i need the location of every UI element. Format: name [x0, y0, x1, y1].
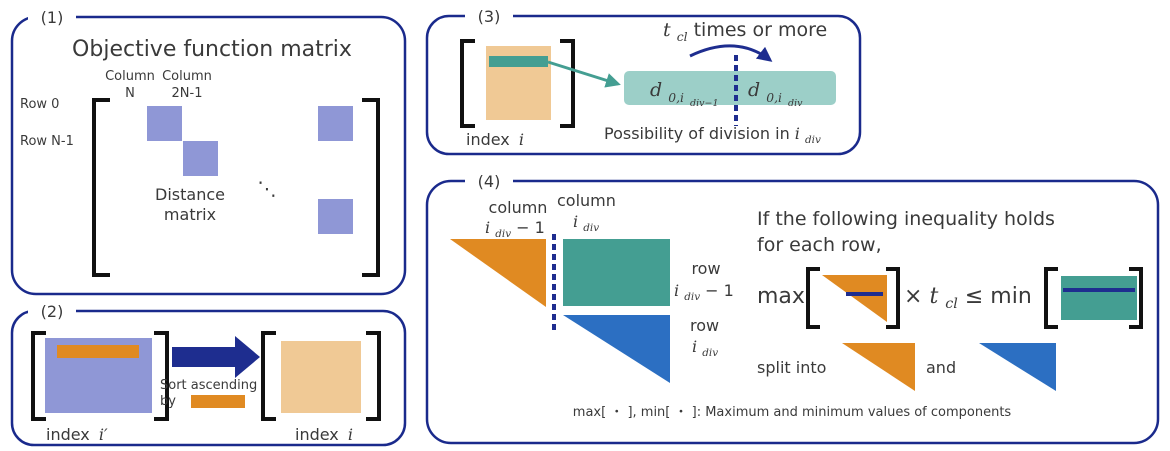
- panel-1-number-bg: [28, 6, 76, 28]
- row-highlight-teal: [489, 56, 548, 67]
- row-top-var: i div − 1: [674, 281, 734, 304]
- matrix-left-bracket: [92, 98, 110, 277]
- panel-1-number: (1): [41, 8, 64, 27]
- panel-2-number-bg: [28, 300, 76, 322]
- col-right-var: i div: [573, 212, 599, 234]
- left-matrix-left-bracket: [31, 331, 46, 421]
- row-bottom-var: i div: [692, 337, 718, 359]
- right-matrix-right-bracket: [366, 331, 381, 421]
- row-top-word: row: [691, 259, 720, 278]
- d-left-label: d 0,i div−1: [650, 79, 719, 109]
- row-n1-label: Row N-1: [20, 134, 74, 149]
- blue-triangle: [563, 315, 670, 383]
- distance-block-3: [318, 106, 353, 141]
- distance-block-2: [183, 141, 218, 176]
- orange-triangle: [450, 239, 546, 307]
- distance-block-4: [318, 199, 353, 234]
- times-tcl-leq-min: × t cl ≤ min: [904, 284, 1032, 314]
- sorted-matrix: [281, 341, 361, 413]
- objective-function-title: Objective function matrix: [72, 37, 352, 62]
- col-right-word: column: [557, 191, 616, 210]
- max-orange-triangle: [822, 275, 887, 322]
- inequality-line-2: for each row,: [757, 234, 882, 256]
- row-0-label: Row 0: [20, 97, 59, 112]
- teal-block: [563, 239, 670, 306]
- sort-by-label: by: [160, 394, 176, 409]
- row-extract-arrow: [547, 60, 621, 88]
- distance-matrix-label-2: matrix: [164, 205, 216, 224]
- panel-4-number: (4): [478, 172, 501, 191]
- max-left-bracket: [806, 267, 820, 329]
- split-orange-triangle: [842, 343, 915, 391]
- panel-3-number-bg: [465, 5, 513, 27]
- max-label: max: [757, 284, 805, 309]
- right-matrix-left-bracket: [261, 331, 276, 421]
- sort-key-swatch: [191, 395, 245, 408]
- row-bar: [624, 71, 836, 105]
- column-2n-label-2: 2N-1: [172, 86, 203, 101]
- split-blue-triangle: [979, 343, 1056, 391]
- panel-3-number: (3): [478, 7, 501, 26]
- col-left-word: column: [489, 198, 548, 217]
- distance-matrix-label: Distance: [155, 185, 225, 204]
- and-label: and: [926, 358, 956, 377]
- min-teal-block: [1061, 276, 1137, 320]
- row-highlight-orange: [57, 345, 139, 358]
- panel-2-number: (2): [41, 302, 64, 321]
- distance-block-1: [147, 106, 182, 141]
- matrix3-right-bracket: [560, 39, 575, 128]
- footnote: max[ ・ ], min[ ・ ]: Maximum and minimum …: [573, 405, 1012, 420]
- left-matrix-right-bracket: [154, 331, 169, 421]
- split-into-label: split into: [757, 358, 826, 377]
- matrix-right-bracket: [362, 98, 380, 277]
- panel-1: (1) Objective function matrix Column N C…: [10, 6, 407, 296]
- inequality-line-1: If the following inequality holds: [757, 208, 1055, 230]
- matrix3-left-bracket: [460, 39, 475, 128]
- panel-4-number-bg: [465, 170, 513, 192]
- tcl-times-label: t cl times or more: [663, 19, 827, 46]
- row-bottom-word: row: [690, 316, 719, 335]
- column-2n-label: Column: [162, 69, 212, 84]
- panel-4: (4) column i div − 1 column i div row i …: [425, 170, 1160, 445]
- panel-3: (3) index i d 0,i div−1 d 0,i div t cl t…: [425, 5, 862, 156]
- column-n-label-2: N: [125, 86, 135, 101]
- diagonal-ellipsis: ⋱: [258, 178, 277, 200]
- index-i-prime-label: index i′: [46, 425, 108, 444]
- column-n-label: Column: [105, 69, 155, 84]
- min-left-bracket: [1044, 267, 1058, 329]
- d-right-label: d 0,i div: [748, 79, 803, 109]
- sort-ascending-label: Sort ascending: [160, 378, 257, 393]
- sort-arrow: [172, 336, 260, 378]
- col-left-var: i div − 1: [485, 218, 545, 241]
- repeat-arrow: [689, 44, 773, 62]
- index-i-label: index i: [295, 425, 353, 444]
- possibility-label: Possibility of division in i div: [604, 124, 821, 146]
- index-i-label-3: index i: [466, 130, 524, 149]
- panel-2: (2) index i′ Sort ascending by index i: [10, 300, 407, 447]
- max-right-bracket: [886, 267, 900, 329]
- min-right-bracket: [1129, 267, 1143, 329]
